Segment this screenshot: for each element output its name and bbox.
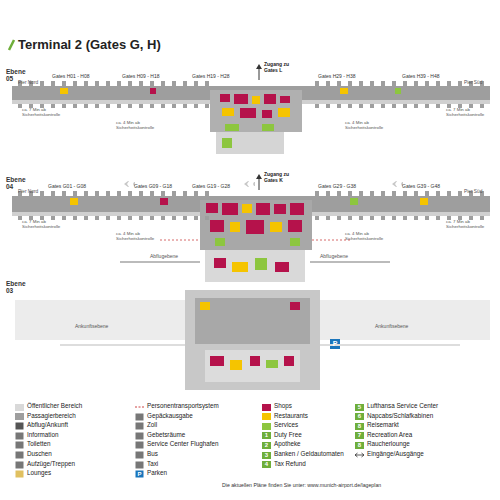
legend-text: Öffentlicher Bereich [27, 403, 82, 410]
level-04 [12, 174, 490, 282]
legend-swatch [15, 413, 24, 420]
parking-symbol: P [330, 340, 340, 348]
legend-swatch [15, 404, 24, 411]
legend-number: 2 [262, 442, 271, 449]
gate-label: Gates G39 - G48 [402, 184, 440, 190]
level-area-label: Ankunftsebene [75, 324, 108, 330]
footer-note: Die aktuellen Pläne finden Sie unter: ww… [222, 483, 381, 489]
walk-time: ca. 7 Min ab Sicherheitskontrolle [22, 108, 64, 118]
level-area-label: Ankunftsebene [375, 324, 408, 330]
legend-icon [135, 413, 144, 421]
legend-text: Lounges [27, 470, 51, 477]
legend-number: 4 [262, 461, 271, 468]
legend-text: Recreation Area [367, 432, 412, 439]
pier-label: Pier Nord [18, 189, 38, 194]
gate-label: Gates H39 - H48 [402, 74, 440, 80]
legend-text: Tax Refund [274, 461, 306, 468]
legend-text: Taxi [147, 461, 158, 468]
gate-label: Gates H19 - H28 [192, 74, 230, 80]
level-area-label: Abflugebene [150, 254, 178, 260]
level-area-label: Abflugebene [320, 254, 348, 260]
level-label: Ebene 04 [6, 176, 30, 190]
legend-number: 8 [355, 423, 364, 430]
legend-text: Services [274, 422, 298, 429]
legend-icon [135, 451, 144, 459]
legend-text: Apotheke [274, 441, 301, 448]
legend-icon [15, 441, 24, 449]
gate-label: Gates H29 - H38 [318, 74, 356, 80]
legend-text: Reisemarkt [367, 422, 399, 429]
walk-time: ca. 4 Min ab Sicherheitskontrolle [345, 121, 387, 131]
pier-label: Pier Süd [464, 80, 482, 85]
legend-icon [15, 461, 24, 469]
legend-number: 7 [355, 432, 364, 439]
legend-text: Bus [147, 451, 158, 458]
legend-text: Duty Free [274, 432, 302, 439]
legend-icon [15, 422, 24, 430]
legend-number: 3 [262, 452, 271, 459]
legend-text: Lufthansa Service Center [367, 403, 438, 410]
legend-text: Service Center Flughafen [147, 441, 218, 448]
parking-symbol: P [135, 471, 144, 478]
walk-time: ca. 7 Min ab Sicherheitskontrolle [22, 220, 64, 230]
gate-label: Gates G01 - G08 [48, 184, 86, 190]
walk-time: ca. 4 Min ab Sicherheitskontrolle [116, 232, 158, 242]
legend-number: 6 [355, 413, 364, 420]
legend-text: Aufzüge/Treppen [27, 461, 75, 468]
legend-icon [135, 461, 144, 469]
legend-text: Restaurants [274, 413, 308, 420]
walk-time: ca. 7 Min ab Sicherheitskontrolle [446, 220, 488, 230]
legend-text: Duschen [27, 451, 52, 458]
access-label: Zugang zu Gates L [264, 62, 298, 73]
walk-time: ca. 4 Min ab Sicherheitskontrolle [345, 232, 387, 242]
legend-text: Gebetsräume [147, 432, 185, 439]
legend-icon [135, 441, 144, 449]
legend-text: Personentransportsystem [147, 403, 219, 410]
walk-time: ca. 7 Min ab Sicherheitskontrolle [446, 108, 488, 118]
legend-icon [135, 432, 144, 440]
level-05 [12, 64, 490, 154]
legend-text: Eingänge/Ausgänge [367, 451, 424, 458]
legend-text: Passagierbereich [27, 413, 76, 420]
legend-number: 5 [355, 404, 364, 411]
gate-label: Gates G19 - G28 [192, 184, 230, 190]
level-label: Ebene 03 [6, 280, 30, 294]
gate-stubs [18, 81, 484, 220]
gate-label: Gates G29 - G38 [318, 184, 356, 190]
legend-icon [15, 451, 24, 459]
pier-label: Pier Nord [18, 80, 38, 85]
legend-text: Banken / Geldautomaten [274, 451, 344, 458]
legend-text: Abflug/Ankunft [27, 422, 68, 429]
legend-text: Parken [147, 470, 167, 477]
access-label: Zugang zu Gates K [264, 172, 298, 183]
map-title: Terminal 2 (Gates G, H) [18, 38, 161, 52]
legend-text: Gepäckausgabe [147, 413, 193, 420]
gate-label: Gates G09 - G18 [134, 184, 172, 190]
legend-text: Information [27, 432, 59, 439]
legend-icon [135, 403, 144, 411]
gate-label: Gates H09 - H18 [122, 74, 160, 80]
legend-text: Shops [274, 403, 292, 410]
walk-time: ca. 4 Min ab Sicherheitskontrolle [116, 121, 158, 131]
legend-swatch [262, 423, 271, 430]
legend-icon [15, 432, 24, 440]
legend-text: Napcabs/Schlafkabinen [367, 413, 433, 420]
gate-label: Gates H01 - H08 [52, 74, 90, 80]
legend-number: 8 [355, 442, 364, 449]
legend-text: Raucherlounge [367, 441, 410, 448]
legend-icon [135, 422, 144, 430]
legend-swatch [262, 413, 271, 420]
legend-icon [15, 470, 24, 478]
level-03 [15, 290, 490, 390]
legend-icon [355, 451, 364, 459]
legend-swatch [262, 404, 271, 411]
legend-text: Toiletten [27, 441, 50, 448]
title-slash [9, 40, 14, 50]
pier-label: Pier Süd [464, 189, 482, 194]
legend-number: 1 [262, 432, 271, 439]
legend-text: Zoll [147, 422, 157, 429]
